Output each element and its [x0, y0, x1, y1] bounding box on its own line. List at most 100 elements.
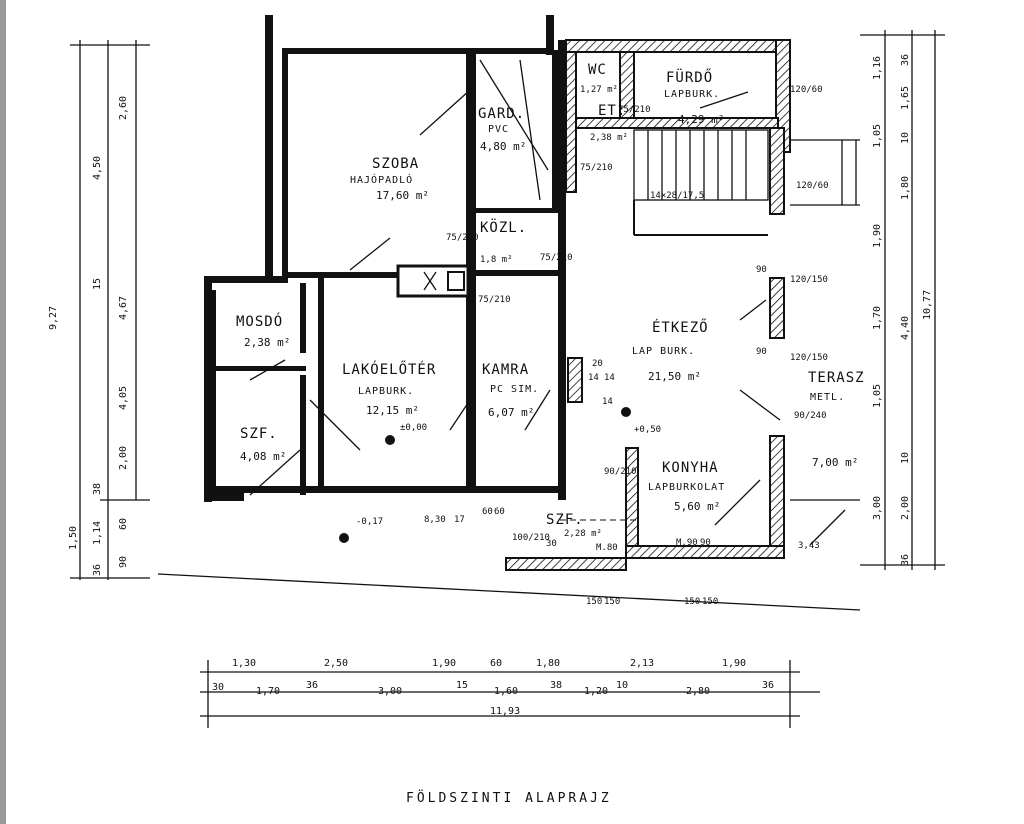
dim-bottom-total: 11,93 — [490, 706, 520, 717]
opening-label-dining-window-2: 120/150 — [790, 353, 828, 363]
dim-right-10: 1,05 — [872, 384, 883, 408]
room-furdo: FÜRDŐ LAPBURK. 4,29 m² — [664, 68, 724, 126]
dim-right-6: 1,90 — [872, 224, 883, 248]
dim-bottom-row2-0: 30 — [212, 682, 224, 693]
room-mosdo: MOSDÓ 2,38 m² — [236, 312, 290, 349]
room-floor-szoba: HAJÓPADLÓ — [350, 173, 413, 186]
room-name-kamra: KAMRA — [482, 362, 529, 378]
room-name-szf1: SZF. — [240, 426, 278, 442]
dim-left-10: 36 — [92, 564, 103, 576]
room-name-gard: GARD. — [478, 106, 525, 122]
dim-right-9: 10,77 — [922, 290, 933, 320]
room-area-gard: 4,80 m² — [480, 140, 526, 153]
room-area-mosdo: 2,38 m² — [244, 336, 290, 349]
room-floor-konyha: LAPBURKOLAT — [648, 482, 725, 493]
room-name-etkezo: ÉTKEZŐ — [652, 318, 709, 336]
room-floor-gard: PVC — [488, 124, 509, 135]
opening-label-terrace-door: 90/240 — [794, 411, 827, 421]
level-markers — [339, 407, 631, 543]
room-terasz: TERASZ METL. 7,00 m² — [808, 370, 865, 469]
room-area-szf2: 2,28 m² — [564, 529, 602, 539]
stair-label: 14×28/17,5 — [650, 191, 704, 201]
room-gard: GARD. PVC 4,80 m² — [478, 106, 526, 153]
room-name-konyha: KONYHA — [662, 460, 719, 476]
opening-label-dining-window-1: 120/150 — [790, 275, 828, 285]
room-name-kozl: KÖZL. — [480, 218, 527, 236]
level-etkezo: +0,50 — [634, 425, 661, 435]
dim-left-5: 2,00 — [118, 446, 129, 470]
dim-bottom-row2-9: 2,80 — [686, 686, 710, 697]
dim-right-4: 10 — [900, 132, 911, 144]
dim-right-0: 1,16 — [872, 56, 883, 80]
room-floor-lakoeloter: LAPBURK. — [358, 386, 414, 397]
misc-label-2: 150 — [684, 597, 700, 607]
room-area-kozl: 1,8 m² — [480, 255, 513, 265]
misc-dimension-labels: 150 150 150 150 8,30 17 60 60 3,43 30 20… — [424, 265, 820, 607]
dim-bottom-row2-1: 1,70 — [256, 686, 280, 697]
dim-right-11: 10 — [900, 452, 911, 464]
misc-label-4: 8,30 — [424, 515, 446, 525]
dim-left-9: 1,50 — [68, 526, 79, 550]
misc-label-14: 90 — [756, 265, 767, 275]
dim-right-7: 1,70 — [872, 306, 883, 330]
dim-bottom-row2-5: 1,60 — [494, 686, 518, 697]
walls — [204, 15, 566, 502]
bottom-dimensions-row1: 1,30 2,50 1,90 60 1,80 2,13 1,90 — [232, 658, 746, 669]
dim-left-8: 60 — [118, 518, 129, 530]
room-szoba: SZOBA HAJÓPADLÓ 17,60 m² — [350, 156, 429, 202]
room-area-szoba: 17,60 m² — [376, 189, 429, 202]
room-floor-terasz: METL. — [810, 392, 845, 403]
misc-label-10: 20 — [592, 359, 603, 369]
room-name-et: ET. — [598, 103, 626, 119]
room-szf2: SZF. 2,28 m² — [546, 512, 602, 539]
room-name-mosdo: MOSDÓ — [236, 312, 283, 330]
room-kamra: KAMRA PC SIM. 6,07 m² — [482, 362, 539, 419]
dim-right-14: 36 — [900, 554, 911, 566]
room-et: ET. 2,38 m² — [590, 103, 628, 143]
dim-bottom-row2-4: 15 — [456, 680, 468, 691]
bottom-dimensions-row2: 30 1,70 36 3,00 15 1,60 38 1,20 10 2,80 … — [212, 680, 774, 697]
room-name-szoba: SZOBA — [372, 156, 419, 172]
dim-bottom-row2-7: 1,20 — [584, 686, 608, 697]
misc-label-6: 60 — [482, 507, 493, 517]
room-etkezo: ÉTKEZŐ LAP BURK. 21,50 m² +0,50 — [632, 318, 709, 435]
dim-right-3: 1,05 — [872, 124, 883, 148]
dim-left-11: 90 — [118, 556, 129, 568]
dim-bottom-row1-3: 60 — [490, 658, 502, 669]
dim-left-6: 38 — [92, 483, 103, 495]
dim-right-2: 1,65 — [900, 86, 911, 110]
dim-right-13: 3,00 — [872, 496, 883, 520]
dim-right-12: 2,00 — [900, 496, 911, 520]
opening-label-stairs: 75/210 — [580, 163, 613, 173]
dim-left-3: 4,67 — [118, 296, 129, 320]
opening-labels: 75/210 75/210 75/210 75/210 75/210 120/6… — [446, 85, 829, 553]
dim-bottom-row1-5: 2,13 — [630, 658, 654, 669]
room-area-terasz: 7,00 m² — [812, 456, 858, 469]
misc-label-9: 30 — [546, 539, 557, 549]
misc-label-11: 14 — [588, 373, 599, 383]
dim-bottom-row1-4: 1,80 — [536, 658, 560, 669]
dim-left-4: 4,05 — [118, 386, 129, 410]
room-floor-kamra: PC SIM. — [490, 384, 539, 395]
opening-label-kitchen-door: 90/210 — [604, 467, 637, 477]
room-area-etkezo: 21,50 m² — [648, 370, 701, 383]
dim-bottom-row2-6: 38 — [550, 680, 562, 691]
room-name-szf2: SZF. — [546, 512, 584, 528]
misc-label-1: 150 — [604, 597, 620, 607]
room-area-szf1: 4,08 m² — [240, 450, 286, 463]
dim-right-5: 1,80 — [900, 176, 911, 200]
dim-bottom-row1-2: 1,90 — [432, 658, 456, 669]
dim-right-1: 36 — [900, 54, 911, 66]
misc-label-12: 14 — [604, 373, 615, 383]
dimension-lines — [70, 30, 945, 728]
opening-label-kamra: 75/210 — [478, 295, 511, 305]
dim-bottom-row1-6: 1,90 — [722, 658, 746, 669]
room-area-konyha: 5,60 m² — [674, 500, 720, 513]
misc-label-7: 60 — [494, 507, 505, 517]
dim-left-outer: 9,27 — [48, 306, 59, 330]
dim-left-7: 1,14 — [92, 521, 103, 545]
staircase — [633, 129, 860, 236]
room-floor-etkezo: LAP BURK. — [632, 346, 695, 357]
room-name-terasz: TERASZ — [808, 370, 865, 386]
dim-left-0: 2,60 — [118, 96, 129, 120]
